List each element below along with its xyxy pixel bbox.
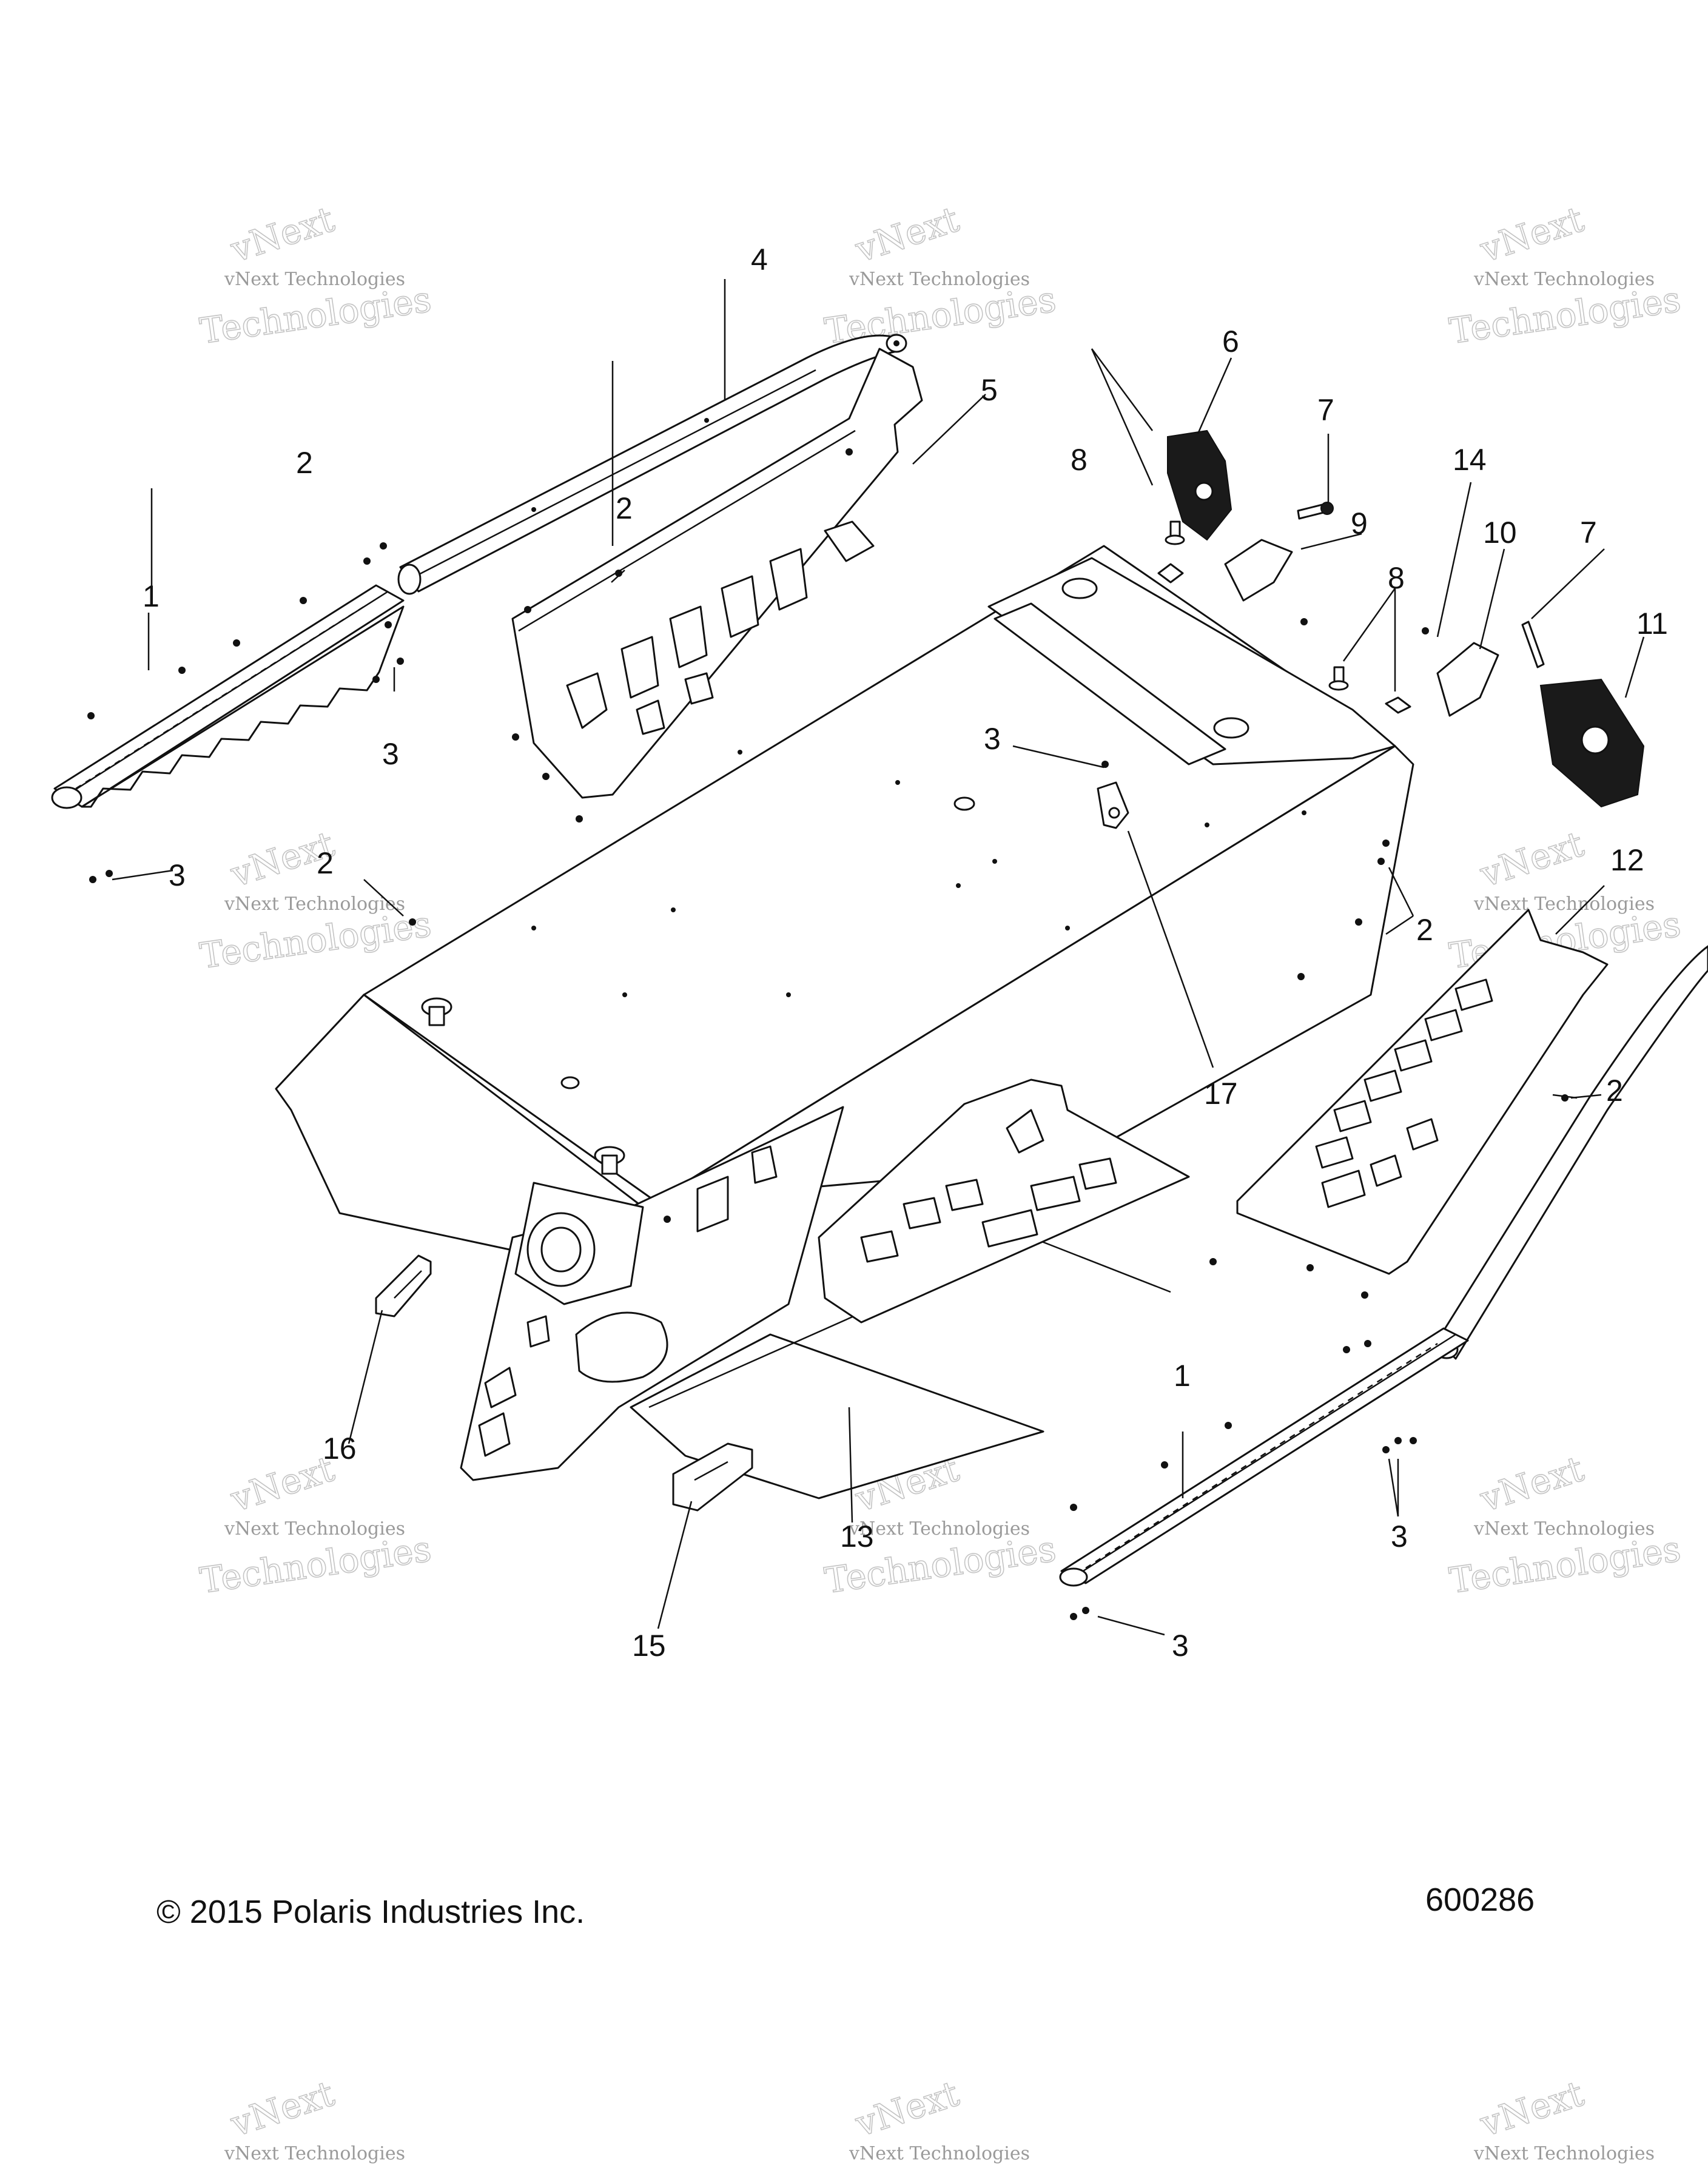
callout-1-lower: 1 bbox=[1174, 1359, 1191, 1393]
callout-6: 6 bbox=[1222, 325, 1239, 358]
callout-3-left: 3 bbox=[169, 858, 186, 892]
watermark-small: vNext Technologies bbox=[1473, 893, 1655, 915]
bolt-7-upper bbox=[1297, 502, 1334, 520]
callout-5: 5 bbox=[981, 373, 998, 407]
callout-8-lower: 8 bbox=[1388, 561, 1405, 595]
watermark-big: vNext bbox=[226, 2073, 339, 2145]
watermark-small: vNext Technologies bbox=[1473, 269, 1655, 290]
callout-16: 16 bbox=[323, 1432, 357, 1465]
callout-8-upper: 8 bbox=[1071, 443, 1088, 477]
callout-7-upper: 7 bbox=[1317, 393, 1334, 427]
watermark-big: vNext bbox=[1475, 2073, 1589, 2145]
watermark-big: vNext bbox=[1475, 198, 1589, 271]
callout-9: 9 bbox=[1351, 506, 1368, 540]
watermark-big: vNext bbox=[1475, 823, 1589, 895]
screw-group bbox=[87, 448, 1568, 1620]
callout-3-middle: 3 bbox=[984, 722, 1001, 756]
callout-14: 14 bbox=[1453, 443, 1487, 477]
callout-labels: 1 2 3 3 4 5 2 6 7 8 9 8 14 10 7 11 3 2 1… bbox=[143, 243, 1668, 1663]
watermark-small: vNext Technologies bbox=[849, 2143, 1030, 2164]
callout-2-footrest-right: 2 bbox=[1606, 1074, 1623, 1108]
copyright-notice: © 2015 Polaris Industries Inc. bbox=[156, 1894, 585, 1930]
footrest-upper-left bbox=[511, 348, 923, 799]
callout-3-upper: 3 bbox=[382, 737, 399, 771]
callout-12: 12 bbox=[1610, 843, 1644, 877]
running-board-rail-right bbox=[1059, 1327, 1469, 1587]
watermark-small: vNext Technologies bbox=[224, 893, 405, 915]
callout-2-left: 2 bbox=[317, 846, 334, 880]
callout-17: 17 bbox=[1204, 1077, 1238, 1111]
bolt-7-lower bbox=[1521, 621, 1545, 668]
leader-lines bbox=[112, 279, 1645, 1636]
watermark-small: vNext Technologies bbox=[1473, 1518, 1655, 1539]
watermark-big: vNext bbox=[850, 198, 964, 271]
footrest-right bbox=[1236, 909, 1609, 1275]
bracket-plate-10 bbox=[1436, 642, 1499, 717]
watermark-small: vNext Technologies bbox=[224, 1518, 405, 1539]
watermark-big: vNext bbox=[226, 1448, 339, 1520]
watermark-small: vNext Technologies bbox=[849, 1518, 1030, 1539]
rear-mount bbox=[1539, 678, 1645, 808]
figure-number: 600286 bbox=[1425, 1882, 1535, 1918]
callout-7-lower: 7 bbox=[1580, 516, 1597, 550]
bracket-15 bbox=[672, 1442, 753, 1512]
bracket-16 bbox=[375, 1254, 432, 1317]
watermark-big: vNext bbox=[1475, 1448, 1589, 1520]
callout-13: 13 bbox=[840, 1519, 874, 1553]
shock-mount bbox=[1167, 429, 1232, 541]
bracket-17 bbox=[1097, 781, 1129, 829]
callout-15: 15 bbox=[632, 1629, 666, 1663]
footrest-cutouts bbox=[566, 520, 875, 735]
watermark-small: vNext Technologies bbox=[224, 2143, 405, 2164]
callout-2-footrest: 2 bbox=[616, 491, 633, 525]
callout-3-lower-right: 3 bbox=[1391, 1519, 1408, 1553]
callout-1-upper: 1 bbox=[143, 579, 160, 613]
callout-3-bottom: 3 bbox=[1172, 1629, 1189, 1663]
tunnel-chassis bbox=[275, 545, 1414, 1499]
callout-2-right: 2 bbox=[1416, 913, 1433, 947]
watermark-big: vNext bbox=[226, 198, 339, 271]
watermark-small: vNext Technologies bbox=[849, 269, 1030, 290]
watermark-big: vNext bbox=[850, 2073, 964, 2145]
running-board-rail-left bbox=[51, 584, 405, 809]
watermark-small: vNext Technologies bbox=[1473, 2143, 1655, 2164]
footrest-lower-left bbox=[818, 1078, 1190, 1324]
callout-2-upper: 2 bbox=[296, 446, 313, 480]
watermark-small: vNext Technologies bbox=[224, 269, 405, 290]
bolt-8 bbox=[1157, 520, 1411, 714]
callout-11: 11 bbox=[1636, 607, 1668, 641]
callout-10: 10 bbox=[1483, 516, 1517, 550]
bracket-plate-9 bbox=[1224, 539, 1293, 602]
callout-4: 4 bbox=[751, 243, 768, 277]
